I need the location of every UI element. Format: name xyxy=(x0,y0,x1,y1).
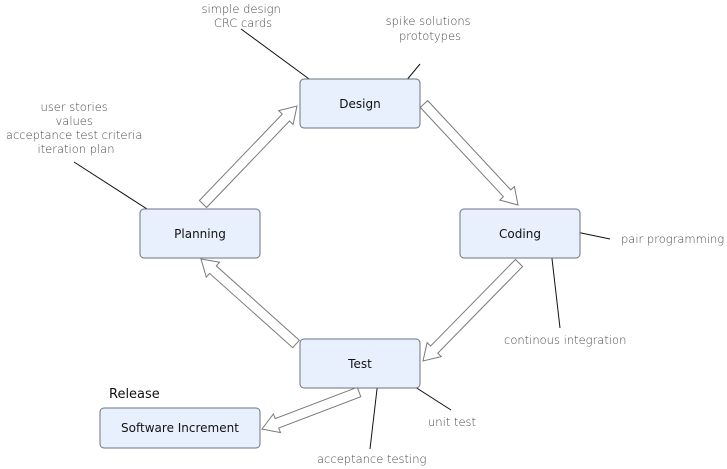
test-box[interactable]: Test xyxy=(299,338,421,389)
arrow-test-to-planning xyxy=(200,258,301,349)
coding-label: Coding xyxy=(499,227,541,241)
note-user-stories-line: user stories xyxy=(41,100,108,114)
note-simple-design-line: simple design xyxy=(201,2,280,16)
note-prototypes-line: prototypes xyxy=(399,29,461,43)
note-continous-integration: continous integration xyxy=(504,333,626,347)
software-increment-label: Software Increment xyxy=(121,421,239,435)
software-increment-box[interactable]: Software Increment xyxy=(99,407,261,449)
note-unit-test: unit test xyxy=(428,415,476,429)
leader-continous-integration xyxy=(550,249,561,329)
planning-label: Planning xyxy=(174,227,226,241)
note-crc-cards-line: CRC cards xyxy=(214,16,272,30)
note-simple-design: simple design CRC cards xyxy=(201,2,284,30)
coding-box[interactable]: Coding xyxy=(459,208,581,259)
arrow-design-to-coding xyxy=(419,99,519,206)
note-planning: user stories values acceptance test crit… xyxy=(6,100,146,156)
flow-arrows xyxy=(198,99,524,434)
note-values-line: values xyxy=(55,114,92,128)
note-spike-solutions-line: spike solutions xyxy=(386,14,471,28)
design-box[interactable]: Design xyxy=(299,78,421,129)
note-pair-programming: pair programming xyxy=(621,232,724,246)
note-acceptance-testing: acceptance testing xyxy=(317,452,426,466)
test-label: Test xyxy=(347,357,372,371)
arrow-test-to-increment xyxy=(261,386,362,434)
design-label: Design xyxy=(339,97,380,111)
note-spike-solutions: spike solutions prototypes xyxy=(386,14,475,43)
planning-box[interactable]: Planning xyxy=(139,208,261,259)
arrow-planning-to-design xyxy=(198,105,298,209)
release-label: Release xyxy=(109,387,160,402)
note-acceptance-criteria-line: acceptance test criteria xyxy=(6,128,143,142)
arrow-coding-to-test xyxy=(422,258,524,362)
leader-simple-design xyxy=(240,28,321,88)
note-iteration-plan-line: iteration plan xyxy=(37,142,114,156)
